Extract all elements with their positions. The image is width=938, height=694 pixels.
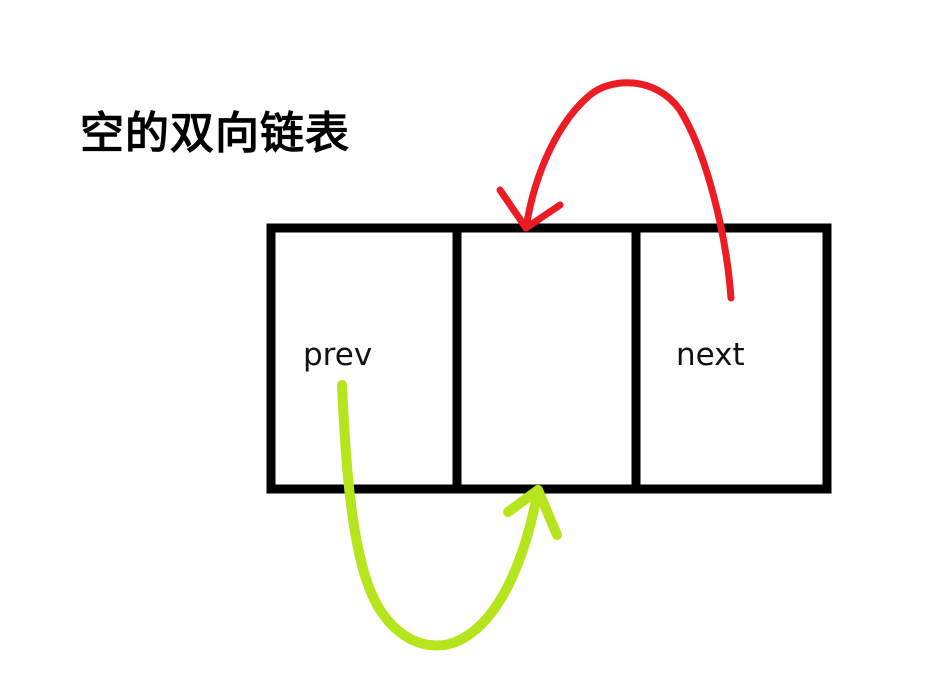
node-outline [266, 223, 832, 494]
prev-pointer-arrow [337, 380, 562, 651]
next-arrow-curve [522, 79, 735, 302]
cell-label-prev: prev [303, 337, 373, 373]
next-arrowhead-icon [496, 186, 564, 232]
diagram-title: 空的双向链表 [80, 108, 350, 159]
node-box [266, 223, 832, 494]
prev-arrow-curve [337, 380, 543, 651]
next-pointer-arrow [496, 79, 735, 302]
prev-arrowhead-icon [503, 485, 562, 540]
cell-label-next: next [676, 337, 745, 373]
